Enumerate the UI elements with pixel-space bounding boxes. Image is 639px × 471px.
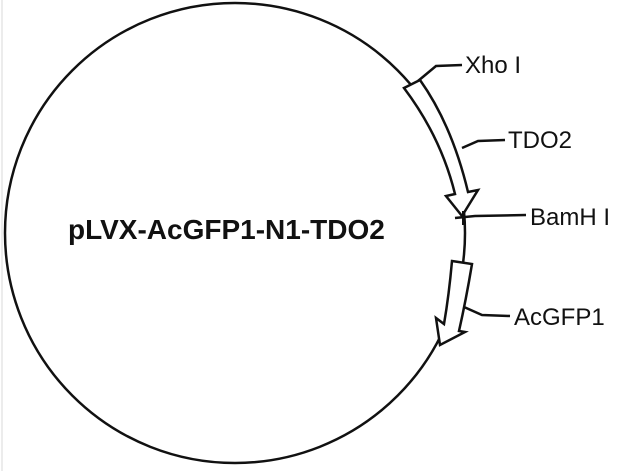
bamhi-site-label: BamH I [530,204,610,231]
xhoi-leader-line [417,63,463,82]
xhoi-site-label: Xho I [465,52,521,79]
acgfp1-leader-line [463,305,511,318]
acgfp1-gene-label: AcGFP1 [514,304,605,331]
plasmid-backbone [3,1,467,465]
acgfp1-feature-arrow [434,259,474,347]
left-edge-line [1,0,3,471]
tdo2-leader-line [461,138,506,150]
plasmid-title: pLVX-AcGFP1-N1-TDO2 [68,214,385,245]
bamhi-leader-line [454,213,527,220]
tdo2-feature-arrow [402,78,481,219]
tdo2-gene-label: TDO2 [508,127,572,154]
